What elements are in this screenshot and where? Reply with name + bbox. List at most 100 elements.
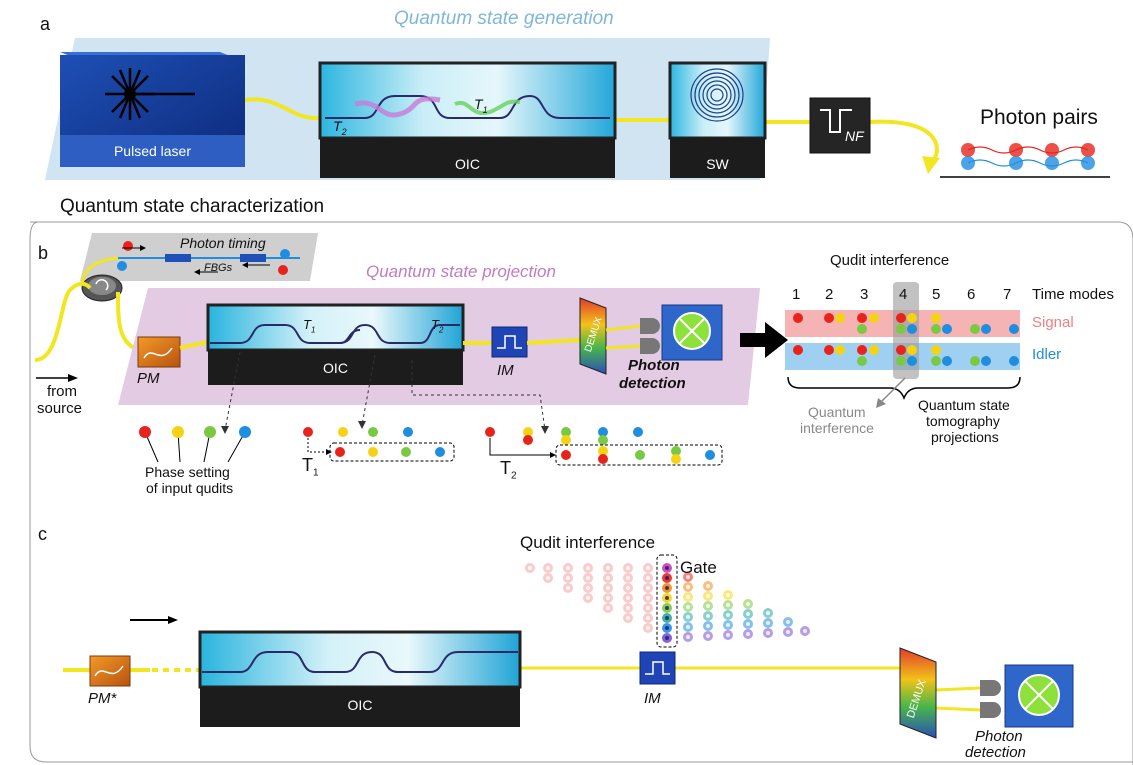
qudit-grid-b bbox=[785, 282, 1021, 408]
input-qudits-label: of input qudits bbox=[146, 480, 234, 496]
qst-label-1: Quantum state bbox=[918, 397, 1010, 413]
interference-dot-core bbox=[803, 629, 807, 633]
laser-label: Pulsed laser bbox=[113, 143, 192, 159]
time-mode-2: 2 bbox=[825, 286, 834, 303]
interference-dot-core bbox=[665, 606, 669, 610]
interference-dot-core bbox=[726, 613, 730, 617]
interference-dot-core bbox=[626, 566, 630, 570]
interference-dot-core bbox=[706, 614, 710, 618]
im-label-b: IM bbox=[497, 362, 514, 379]
interference-dot-core bbox=[586, 596, 590, 600]
phase-setting-label: Phase setting bbox=[145, 464, 230, 480]
interference-dot-core bbox=[746, 602, 750, 606]
interference-dot-core bbox=[566, 566, 570, 570]
sw-label: SW bbox=[706, 156, 729, 172]
interference-dot-core bbox=[626, 576, 630, 580]
qst-label-3: projections bbox=[931, 429, 999, 445]
t2-delay bbox=[485, 427, 723, 466]
oic-chip-b bbox=[206, 303, 465, 385]
interference-dot-core bbox=[626, 586, 630, 590]
interference-dot-core bbox=[606, 596, 610, 600]
time-modes-label: Time modes bbox=[1032, 286, 1114, 303]
interference-dot-core bbox=[606, 586, 610, 590]
quantum-interference-label-2: interference bbox=[800, 420, 874, 436]
big-arrow bbox=[740, 322, 788, 358]
interference-dot-core bbox=[566, 586, 570, 590]
notch-filter bbox=[809, 97, 871, 154]
phase-modulator-c bbox=[89, 655, 131, 687]
panel-a-graphics bbox=[45, 38, 1110, 180]
phase-modulator-b bbox=[137, 336, 181, 368]
from-label: from bbox=[47, 383, 77, 400]
gate-box bbox=[656, 554, 678, 648]
fbgs-label: FBGs bbox=[204, 262, 233, 274]
interference-dot-core bbox=[746, 632, 750, 636]
quantum-interference-label-1: Quantum bbox=[808, 404, 866, 420]
interference-dot-core bbox=[746, 622, 750, 626]
interference-dot-core bbox=[665, 596, 669, 600]
interference-dot-core bbox=[606, 566, 610, 570]
interference-dot-core bbox=[706, 634, 710, 638]
time-mode-5: 5 bbox=[932, 286, 941, 303]
projection-title: Quantum state projection bbox=[366, 262, 556, 281]
interference-dot-core bbox=[626, 606, 630, 610]
t2-label-a: T2 bbox=[333, 118, 347, 137]
interference-dot-core bbox=[646, 566, 650, 570]
panel-a-letter: a bbox=[40, 14, 51, 34]
interference-dot-core bbox=[646, 616, 650, 620]
interference-dot-core bbox=[586, 576, 590, 580]
idler-label: Idler bbox=[1032, 346, 1062, 363]
interference-dot-core bbox=[586, 586, 590, 590]
qudit-interference-title-c: Qudit interference bbox=[520, 533, 656, 552]
oic-label-a: OIC bbox=[455, 156, 480, 172]
interference-dot-core bbox=[646, 596, 650, 600]
t2-label-b: T2 bbox=[431, 317, 444, 335]
interference-dot-core bbox=[786, 630, 790, 634]
interference-dot-core bbox=[726, 633, 730, 637]
interference-dot-core bbox=[646, 606, 650, 610]
interference-dot-core bbox=[586, 566, 590, 570]
oic-chip-a bbox=[318, 61, 617, 178]
time-mode-6: 6 bbox=[967, 286, 976, 303]
panel-c-letter: c bbox=[38, 524, 47, 544]
gate-label: Gate bbox=[680, 558, 717, 577]
photon-timing-label: Photon timing bbox=[180, 235, 266, 251]
interference-dot-core bbox=[626, 596, 630, 600]
interference-dot-core bbox=[665, 616, 669, 620]
notch-icon bbox=[820, 109, 852, 133]
qst-label-2: tomography bbox=[926, 413, 1000, 429]
oic-label-c: OIC bbox=[347, 697, 373, 713]
interference-dot-core bbox=[528, 566, 532, 570]
interference-dot-core bbox=[686, 625, 690, 629]
panel-b-letter: b bbox=[38, 243, 49, 263]
interference-dot-core bbox=[726, 603, 730, 607]
detection-label-b2: detection bbox=[619, 375, 686, 392]
interference-dot-core bbox=[665, 626, 669, 630]
interference-dot-core bbox=[686, 635, 690, 639]
pm-label-c: PM* bbox=[88, 690, 117, 707]
interference-dot-core bbox=[546, 576, 550, 580]
panel-a-title: Quantum state generation bbox=[394, 8, 614, 29]
interference-dot-core bbox=[646, 586, 650, 590]
interference-dot-core bbox=[766, 631, 770, 635]
signal-label: Signal bbox=[1032, 314, 1074, 331]
time-mode-4: 4 bbox=[899, 286, 908, 303]
t1-label-a: T1 bbox=[474, 96, 488, 115]
interference-dot-core bbox=[746, 612, 750, 616]
intensity-modulator-b bbox=[491, 326, 528, 358]
interference-dot-core bbox=[665, 576, 669, 580]
interference-dot-core bbox=[686, 605, 690, 609]
characterization-title: Quantum state characterization bbox=[60, 196, 325, 217]
interference-dot-core bbox=[766, 611, 770, 615]
interference-dot-core bbox=[686, 585, 690, 589]
photon-pairs bbox=[940, 143, 1110, 178]
detection-label-c2: detection bbox=[965, 744, 1026, 761]
qudit-interference-title-b: Qudit interference bbox=[830, 252, 950, 269]
time-mode-7: 7 bbox=[1003, 286, 1012, 303]
interference-dot-core bbox=[706, 624, 710, 628]
interference-dot-core bbox=[646, 576, 650, 580]
interference-dot-core bbox=[646, 626, 650, 630]
intensity-modulator-c bbox=[639, 651, 676, 685]
phase-pins bbox=[139, 426, 251, 463]
interference-dot-core bbox=[706, 604, 710, 608]
